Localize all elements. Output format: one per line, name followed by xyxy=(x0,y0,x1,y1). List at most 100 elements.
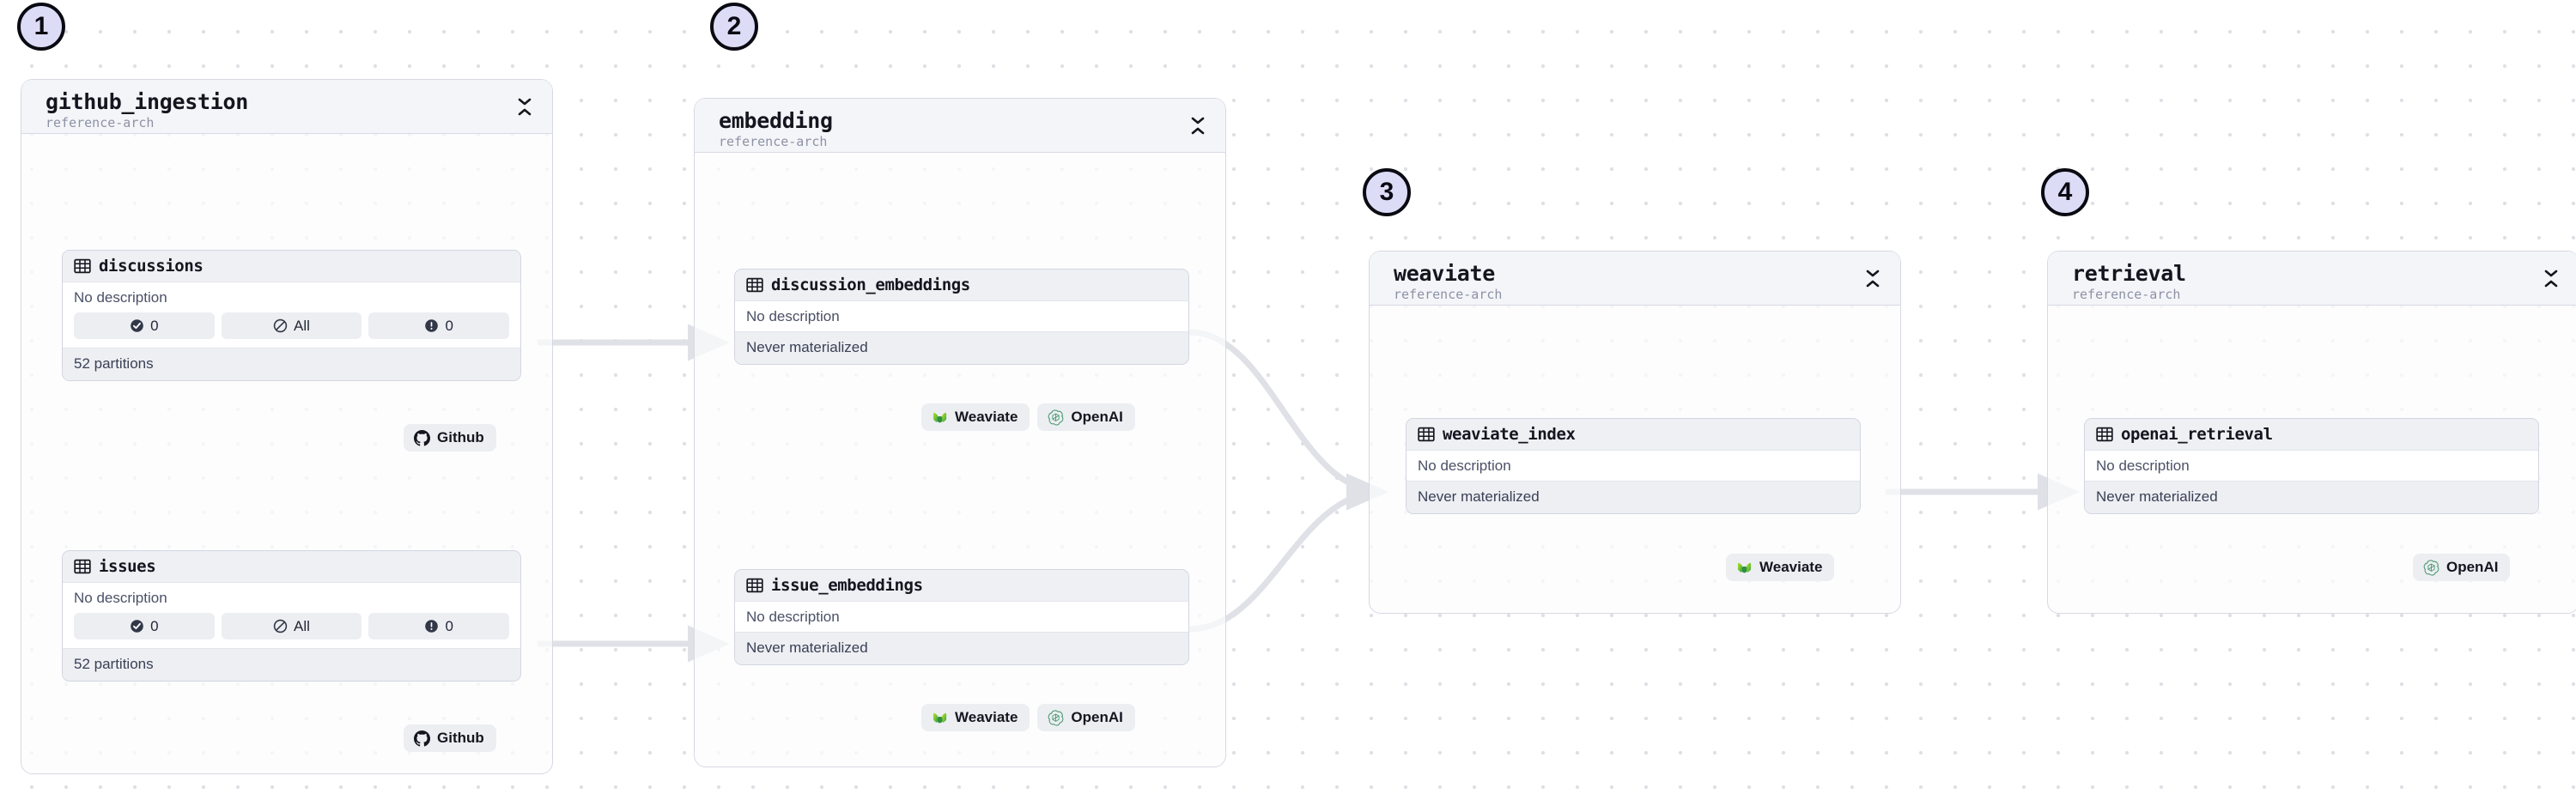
asset-node-weaviate-index[interactable]: weaviate_index No description Never mate… xyxy=(1406,418,1861,514)
table-icon xyxy=(1418,427,1435,442)
table-icon xyxy=(746,277,763,293)
stat-pill-checks[interactable]: 0 xyxy=(368,312,510,339)
step-badge-2-label: 2 xyxy=(726,12,742,40)
alert-circle-icon xyxy=(425,620,439,633)
badge-label: OpenAI xyxy=(1071,409,1123,425)
badge-label: OpenAI xyxy=(2446,559,2499,575)
badge-label: Github xyxy=(437,730,484,746)
badge-openai[interactable]: OpenAI xyxy=(2413,554,2511,581)
stat-value: 0 xyxy=(445,317,453,334)
group-subtitle: reference-arch xyxy=(1394,286,1503,302)
group-subtitle: reference-arch xyxy=(46,114,155,130)
check-circle-icon xyxy=(131,319,143,332)
asset-footer: Never materialized xyxy=(2085,481,2538,513)
step-badge-2: 2 xyxy=(710,3,758,51)
stat-value: 0 xyxy=(150,317,159,334)
eye-slash-icon xyxy=(273,318,288,333)
asset-name: openai_retrieval xyxy=(2121,425,2273,444)
badge-openai[interactable]: OpenAI xyxy=(1037,403,1135,431)
asset-name: issue_embeddings xyxy=(771,576,923,595)
openai-icon xyxy=(1048,409,1064,426)
asset-footer: Never materialized xyxy=(735,331,1188,364)
step-badge-3: 3 xyxy=(1363,168,1411,216)
asset-node-issue-embeddings[interactable]: issue_embeddings No description Never ma… xyxy=(734,569,1189,665)
asset-footer: 52 partitions xyxy=(63,348,520,380)
asset-header: discussions xyxy=(63,251,520,282)
stat-value: 0 xyxy=(445,617,453,634)
stat-pill-freshness[interactable]: All xyxy=(221,613,362,639)
group-title: weaviate xyxy=(1394,260,1496,286)
asset-header: weaviate_index xyxy=(1406,419,1860,451)
eye-slash-icon xyxy=(273,619,288,633)
weaviate-icon xyxy=(933,412,947,422)
group-embedding[interactable]: embedding reference-arch xyxy=(694,98,1226,767)
chevron-collapse-icon[interactable] xyxy=(516,95,533,118)
step-badge-1-label: 1 xyxy=(33,12,49,40)
asset-node-issues[interactable]: issues No description 0 All xyxy=(62,550,521,682)
asset-stats: 0 All 0 xyxy=(63,312,520,348)
step-badge-3-label: 3 xyxy=(1379,178,1394,206)
badge-github[interactable]: Github xyxy=(404,724,496,752)
badge-github[interactable]: Github xyxy=(404,424,496,451)
table-icon xyxy=(74,258,91,274)
chevron-collapse-icon[interactable] xyxy=(1189,114,1206,136)
table-icon xyxy=(74,559,91,574)
badge-weaviate[interactable]: Weaviate xyxy=(921,704,1030,731)
stat-pill-materializations[interactable]: 0 xyxy=(74,312,215,339)
asset-footer: Never materialized xyxy=(735,632,1188,664)
asset-stats: 0 All 0 xyxy=(63,613,520,648)
group-title: github_ingestion xyxy=(46,88,249,114)
group-header-embedding[interactable]: embedding reference-arch xyxy=(695,99,1225,153)
badge-label: OpenAI xyxy=(1071,709,1123,725)
weaviate-icon xyxy=(933,712,947,723)
stat-pill-materializations[interactable]: 0 xyxy=(74,613,215,639)
asset-description: No description xyxy=(735,602,1188,632)
badge-openai[interactable]: OpenAI xyxy=(1037,704,1135,731)
asset-header: openai_retrieval xyxy=(2085,419,2538,451)
check-circle-icon xyxy=(131,620,143,633)
asset-name: weaviate_index xyxy=(1443,425,1576,444)
openai-icon xyxy=(1048,709,1064,726)
asset-node-discussions[interactable]: discussions No description 0 All xyxy=(62,250,521,381)
badge-row-openai-retrieval: OpenAI xyxy=(2413,554,2511,581)
asset-name: discussions xyxy=(99,257,204,276)
asset-description: No description xyxy=(63,583,520,613)
stat-value: All xyxy=(294,617,310,634)
step-badge-1: 1 xyxy=(17,3,65,51)
group-title: retrieval xyxy=(2072,260,2186,286)
group-header-weaviate[interactable]: weaviate reference-arch xyxy=(1370,251,1900,306)
asset-footer: Never materialized xyxy=(1406,481,1860,513)
asset-node-discussion-embeddings[interactable]: discussion_embeddings No description Nev… xyxy=(734,269,1189,365)
group-title: embedding xyxy=(719,107,833,133)
github-icon xyxy=(414,429,430,446)
chevron-collapse-icon[interactable] xyxy=(1864,267,1881,289)
badge-weaviate[interactable]: Weaviate xyxy=(921,403,1030,431)
asset-header: issues xyxy=(63,551,520,583)
badge-row-weaviate-index: Weaviate xyxy=(1726,554,1835,581)
stat-pill-freshness[interactable]: All xyxy=(221,312,362,339)
table-icon xyxy=(2096,427,2113,442)
asset-name: issues xyxy=(99,557,156,576)
github-icon xyxy=(414,730,430,747)
badge-row-discussions: Github xyxy=(404,424,496,451)
stat-pill-checks[interactable]: 0 xyxy=(368,613,510,639)
openai-icon xyxy=(2423,559,2439,576)
badge-row-issue-embeddings: Weaviate OpenAI xyxy=(921,704,1135,731)
badge-label: Github xyxy=(437,429,484,445)
asset-node-openai-retrieval[interactable]: openai_retrieval No description Never ma… xyxy=(2084,418,2539,514)
step-badge-4-label: 4 xyxy=(2057,178,2073,206)
badge-row-discussion-embeddings: Weaviate OpenAI xyxy=(921,403,1135,431)
badge-label: Weaviate xyxy=(955,709,1018,725)
asset-description: No description xyxy=(63,282,520,312)
step-badge-4: 4 xyxy=(2041,168,2089,216)
badge-weaviate[interactable]: Weaviate xyxy=(1726,554,1835,581)
badge-label: Weaviate xyxy=(1759,559,1823,575)
group-subtitle: reference-arch xyxy=(2072,286,2181,302)
alert-circle-icon xyxy=(425,319,439,332)
asset-footer: 52 partitions xyxy=(63,648,520,681)
group-header-github-ingestion[interactable]: github_ingestion reference-arch xyxy=(21,80,552,134)
group-header-retrieval[interactable]: retrieval reference-arch xyxy=(2048,251,2576,306)
asset-description: No description xyxy=(735,301,1188,331)
chevron-collapse-icon[interactable] xyxy=(2543,267,2560,289)
